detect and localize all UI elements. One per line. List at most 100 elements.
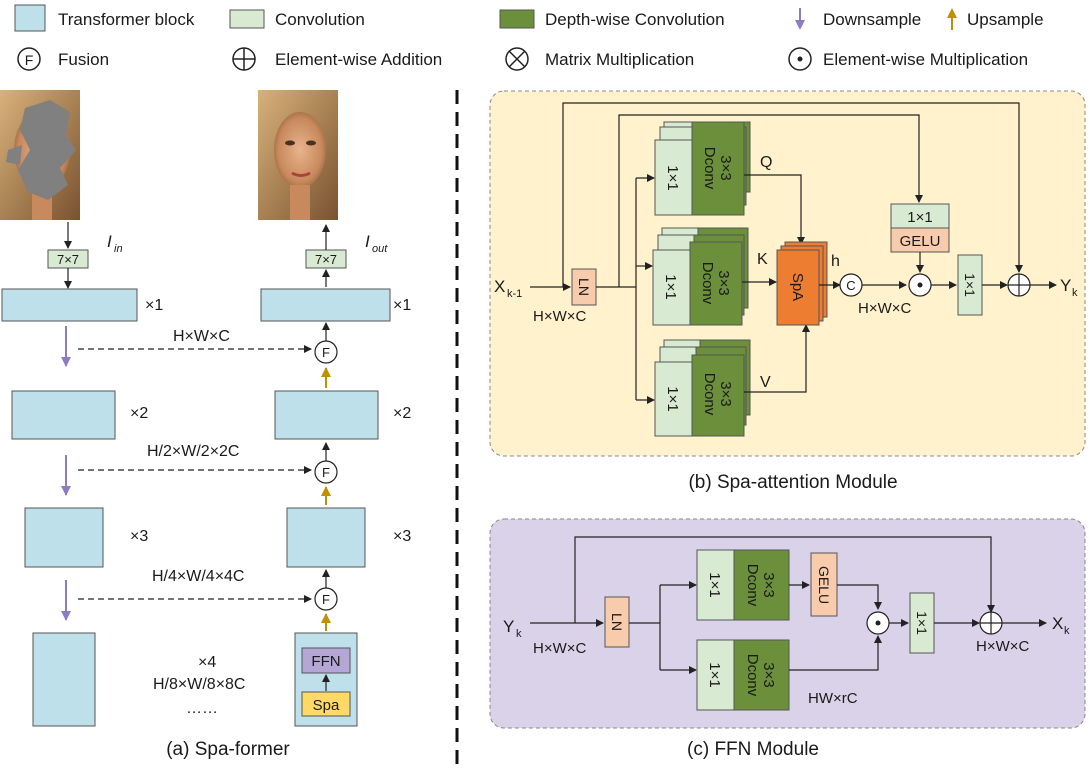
q-dconv-bottom: Dconv: [701, 147, 718, 190]
decoder-level-2-repeat: ×2: [393, 405, 411, 422]
panel-b-input-sub: k-1: [507, 288, 522, 300]
k-branch: 1×1 3×3 Dconv: [652, 227, 749, 326]
legend-fusion-icon: F: [17, 47, 41, 71]
q-conv-1x1: [654, 139, 693, 216]
q-label: Q: [760, 154, 772, 171]
input-image: [0, 90, 80, 220]
k-dconv-bottom: Dconv: [699, 262, 716, 305]
decoder-level-2-block: [274, 390, 379, 440]
output-image-label: I: [365, 232, 370, 251]
q-branch: 1×1 3×3 Dconv: [654, 121, 751, 216]
panel-b-dims-in: H×W×C: [533, 308, 587, 325]
panel-c: Y k H×W×C LN 1×1 3×3 Dconv GELU 1×1 3×3 …: [489, 518, 1086, 760]
legend-addition-icon: [232, 47, 256, 71]
v-dconv-bottom: Dconv: [701, 373, 718, 416]
panel-c-dims-out: H×W×C: [976, 638, 1030, 655]
ffn-gelu-block: [810, 552, 838, 617]
panel-c-caption: (c) FFN Module: [687, 739, 819, 760]
decoder-level-3-repeat: ×3: [393, 528, 411, 545]
panel-b-ln-label: LN: [576, 278, 592, 296]
input-image-label: I: [107, 232, 112, 251]
panel-b: X k-1 H×W×C LN 1×1 3×3 Dconv Q: [489, 90, 1086, 493]
legend-depthwise-label: Depth-wise Convolution: [545, 10, 725, 29]
output-image: [258, 90, 338, 220]
encoder-level-4-block: [32, 632, 96, 727]
encoder-level-1-block: [1, 288, 138, 322]
level-3-dims: H/4×W/4×4C: [152, 568, 244, 585]
legend-addition-label: Element-wise Addition: [275, 50, 442, 69]
fusion-symbol-3: F: [322, 592, 330, 607]
input-conv-label: 7×7: [57, 252, 79, 267]
v-dconv-top: 3×3: [717, 381, 734, 406]
panel-c-background: [489, 518, 1086, 729]
q-dconv-top: 3×3: [717, 155, 734, 180]
ffn-upper-conv-1x1: [696, 549, 735, 621]
level-2-dims: H/2×W/2×2C: [147, 443, 239, 460]
encoder-level-3-block: [24, 507, 104, 568]
panel-c-output: X: [1052, 614, 1063, 633]
panel-b-input: X: [494, 277, 505, 296]
ffn-lower-dconv: [733, 639, 790, 711]
legend-convolution-swatch: [229, 9, 265, 29]
ffn-lower-dconv-bottom: Dconv: [744, 654, 761, 697]
encoder-level-2-repeat: ×2: [130, 405, 148, 422]
ffn-lower-conv-1x1: [696, 639, 735, 711]
decoder-level-3-block: [286, 507, 366, 568]
panel-b-output-sub: k: [1072, 287, 1078, 299]
level-1-dims: H×W×C: [173, 328, 230, 345]
legend-depthwise-swatch: [499, 9, 535, 29]
gate-conv-label: 1×1: [907, 209, 932, 226]
ffn-lower-dconv-top: 3×3: [760, 662, 777, 687]
panel-c-input: Y: [503, 617, 514, 636]
gelu-block-b: [890, 227, 950, 253]
spa-label: Spa: [313, 697, 340, 714]
spa-attention-block: SpA: [776, 241, 828, 326]
fusion-symbol-1: F: [322, 345, 330, 360]
input-image-sub: in: [114, 243, 123, 255]
v-conv-label: 1×1: [664, 386, 681, 411]
legend: Transformer block Convolution Depth-wise…: [14, 4, 1044, 71]
panel-c-layernorm: [604, 596, 630, 648]
heads-label: h: [831, 253, 840, 270]
legend-convolution-label: Convolution: [275, 10, 365, 29]
proj-conv-label-b: 1×1: [962, 273, 978, 297]
encoder-level-2-block: [11, 390, 116, 440]
panel-b-layernorm: [571, 268, 597, 306]
panel-b-gate-line: [618, 114, 923, 287]
panel-c-input-sub: k: [516, 628, 522, 640]
ffn-lower-conv-label: 1×1: [706, 662, 723, 687]
legend-upsample-arrow-icon: [947, 8, 957, 30]
ffn-proj-conv-label: 1×1: [914, 611, 930, 635]
k-dconv-3x3: [689, 241, 743, 326]
panel-a: I in I out 7×7 ×1 ×2 ×3 ×4 H/8×W/8×8C ………: [0, 90, 411, 760]
panel-c-residual-line: [574, 536, 995, 623]
k-conv-1x1: [652, 249, 691, 326]
legend-matmul-label: Matrix Multiplication: [545, 50, 694, 69]
output-image-sub: out: [372, 243, 388, 255]
legend-elemmul-label: Element-wise Multiplication: [823, 50, 1028, 69]
ffn-block: [301, 647, 351, 674]
k-dconv-top: 3×3: [715, 270, 732, 295]
v-label: V: [760, 374, 771, 391]
panel-a-caption: (a) Spa-former: [166, 739, 290, 760]
legend-downsample-arrow-icon: [795, 8, 805, 30]
output-conv-label: 7×7: [315, 252, 337, 267]
ellipsis: ……: [186, 700, 218, 717]
v-conv-1x1: [654, 361, 693, 437]
v-dconv-3x3: [691, 354, 745, 437]
ffn-upper-dconv: [733, 549, 790, 621]
q-conv-label: 1×1: [664, 165, 681, 190]
gelu-label-b: GELU: [900, 233, 941, 250]
fusion-symbol-2: F: [322, 465, 330, 480]
k-label: K: [757, 251, 768, 268]
decoder-level-1-repeat: ×1: [393, 297, 411, 314]
ffn-upper-dconv-bottom: Dconv: [744, 564, 761, 607]
legend-upsample-label: Upsample: [967, 10, 1044, 29]
ffn-upper-conv-label: 1×1: [706, 572, 723, 597]
encoder-level-3-repeat: ×3: [130, 528, 148, 545]
panel-b-residual-line: [562, 102, 1023, 287]
legend-matmul-icon: [505, 47, 529, 71]
concat-label: C: [846, 278, 855, 293]
